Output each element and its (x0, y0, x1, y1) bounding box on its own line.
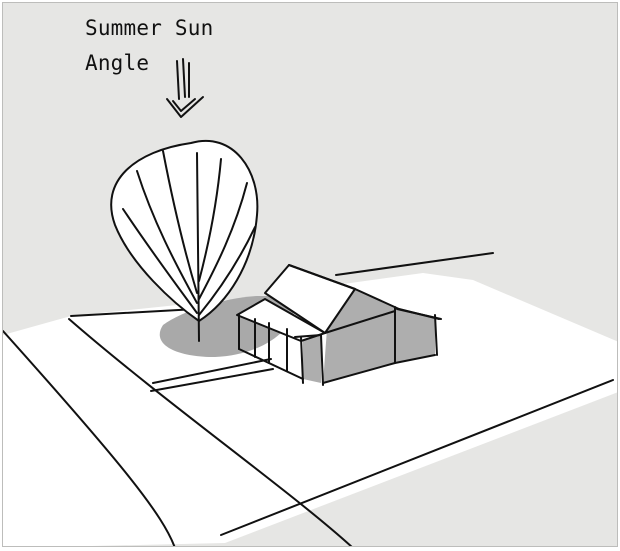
sun-angle-caption: Summer Sun Angle (85, 11, 213, 81)
site-sketch (3, 3, 618, 547)
caption-line-1: Summer Sun (85, 11, 213, 46)
caption-line-2: Angle (85, 46, 213, 81)
